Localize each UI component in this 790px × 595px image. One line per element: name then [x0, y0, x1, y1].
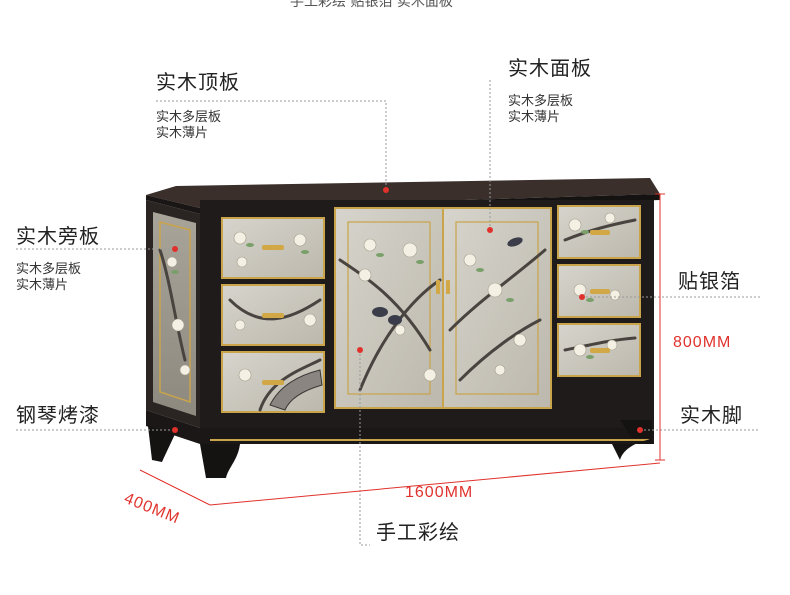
- door-right: [442, 207, 552, 409]
- marker-side: [172, 246, 178, 252]
- plinth: [200, 428, 654, 444]
- marker-foil: [579, 294, 585, 300]
- hand-painted-label: 手工彩绘: [370, 514, 466, 547]
- top-panel-line1: 实木多层板: [156, 110, 222, 125]
- top-panel-title: 实木顶板: [156, 70, 240, 94]
- side-panel-line1: 实木多层板: [16, 262, 82, 277]
- silver-foil-label: 贴银箔: [678, 269, 741, 293]
- marker-lacquer: [172, 427, 178, 433]
- face-panel-line1: 实木多层板: [508, 94, 574, 109]
- height-dimension: 800MM: [673, 334, 732, 351]
- marker-legs: [637, 427, 643, 433]
- side-panel-line2: 实木薄片: [16, 278, 69, 293]
- marker-top: [383, 187, 389, 193]
- face-panel-line2: 实木薄片: [508, 110, 561, 125]
- face-panel-title: 实木面板: [508, 56, 592, 80]
- side-panel-title: 实木旁板: [16, 224, 100, 248]
- marker-face: [487, 227, 493, 233]
- header-caption: 手工彩绘 贴银箔 实木面板: [290, 0, 453, 10]
- piano-lacquer-label: 钢琴烤漆: [16, 403, 100, 427]
- solid-legs-label: 实木脚: [680, 403, 743, 427]
- leg-front-left: [200, 444, 240, 478]
- leg-front-right: [620, 420, 652, 438]
- leg-back-left: [148, 426, 175, 462]
- marker-paint: [357, 347, 363, 353]
- width-dimension: 1600MM: [405, 484, 474, 501]
- top-panel-line2: 实木薄片: [156, 126, 209, 141]
